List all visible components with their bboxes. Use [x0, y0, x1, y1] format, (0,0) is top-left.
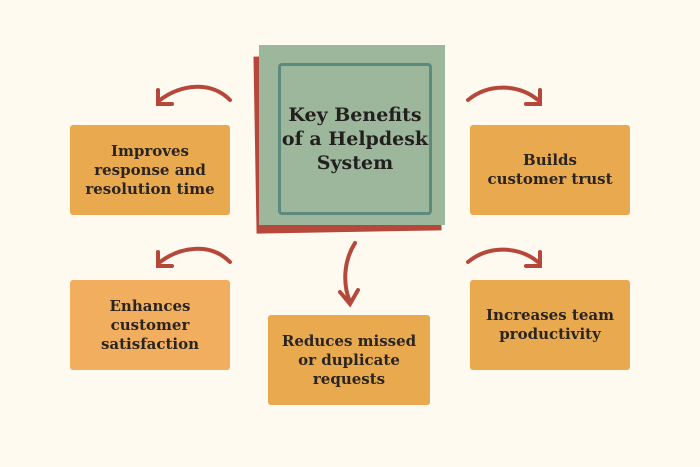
arrow-center-down — [343, 241, 357, 304]
benefit-box-response-time: Improves response and resolution time — [70, 125, 230, 215]
center-box: Key Benefits of a Helpdesk System — [259, 45, 445, 225]
diagram-title: Key Benefits of a Helpdesk System — [278, 63, 432, 215]
arrow-left-top — [158, 84, 232, 102]
arrow-right-top — [466, 85, 540, 102]
benefit-box-missed-requests: Reduces missed or duplicate requests — [268, 315, 430, 405]
arrow-left-bottom — [158, 246, 232, 264]
arrow-right-bottom — [466, 247, 540, 264]
benefit-box-trust: Builds customer trust — [470, 125, 630, 215]
benefit-box-satisfaction: Enhances customer satisfaction — [70, 280, 230, 370]
benefit-box-productivity: Increases team productivity — [470, 280, 630, 370]
